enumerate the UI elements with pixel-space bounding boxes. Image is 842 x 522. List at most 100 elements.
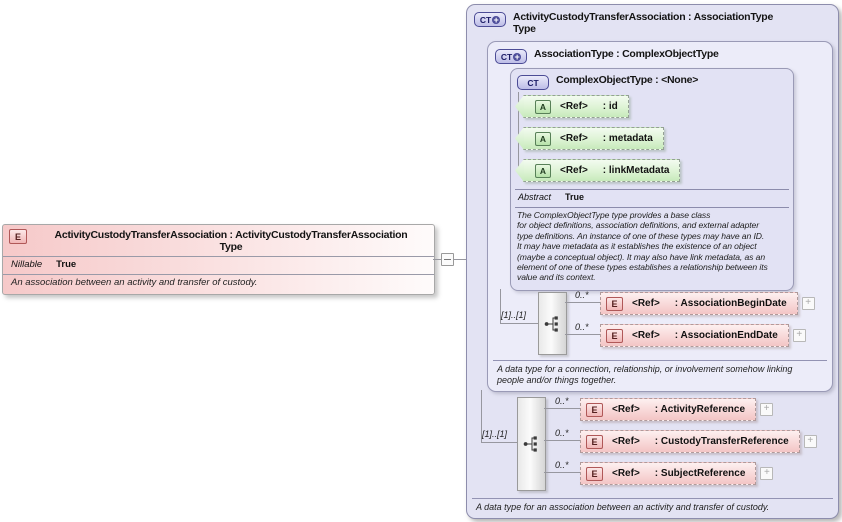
occurrence-label: 0..* xyxy=(575,290,589,300)
ref-label: <Ref> xyxy=(560,165,588,176)
type-footer-description: A data type for an association between a… xyxy=(472,497,833,515)
element-ref-association-end-date[interactable]: E <Ref> : AssociationEndDate xyxy=(600,324,789,347)
attribute-name: : id xyxy=(602,101,618,112)
attribute-ref-id[interactable]: A <Ref> : id xyxy=(523,95,629,118)
sequence-icon xyxy=(523,436,537,452)
complex-type-label: CT xyxy=(527,77,539,88)
element-box-activity-custody-transfer-association[interactable]: E ActivityCustodyTransferAssociation : A… xyxy=(2,224,435,295)
ref-label: <Ref> xyxy=(632,298,660,309)
element-row: E <Ref> : CustodyTransferReference + xyxy=(580,430,817,453)
complex-type-icon: CT xyxy=(495,49,527,64)
cardinality-label: [1]..[1] xyxy=(501,310,527,320)
element-description: An association between an activity and t… xyxy=(11,277,258,288)
type-title: ComplexObjectType : <None> xyxy=(556,74,699,86)
ref-label: <Ref> xyxy=(612,404,640,415)
element-name: : SubjectReference xyxy=(654,468,746,479)
element-icon: E xyxy=(606,328,623,343)
attribute-ref-metadata[interactable]: A <Ref> : metadata xyxy=(523,127,664,150)
sequence-compositor[interactable] xyxy=(517,397,546,491)
collapse-dash xyxy=(444,259,451,260)
nillable-value: True xyxy=(56,259,77,270)
element-name: : ActivityReference xyxy=(654,404,746,415)
element-icon: E xyxy=(586,402,603,417)
divider xyxy=(3,274,434,275)
ref-label: <Ref> xyxy=(612,468,640,479)
element-icon: E xyxy=(586,434,603,449)
attribute-row: A <Ref> : linkMetadata xyxy=(523,159,681,182)
complex-type-icon: CT xyxy=(474,12,506,27)
type-description: The ComplexObjectType type provides a ba… xyxy=(517,210,768,283)
ref-label: <Ref> xyxy=(560,133,588,144)
expand-icon[interactable]: + xyxy=(803,435,817,448)
expand-icon[interactable]: + xyxy=(760,403,774,416)
type-box-association-type: CT AssociationType : ComplexObjectType C… xyxy=(487,41,833,392)
ref-label: <Ref> xyxy=(560,101,588,112)
element-ref-subject-reference[interactable]: E <Ref> : SubjectReference xyxy=(580,462,757,485)
complex-type-label: CT xyxy=(500,51,513,62)
collapse-icon[interactable] xyxy=(441,253,454,266)
element-icon: E xyxy=(606,296,623,311)
element-row: E <Ref> : AssociationEndDate + xyxy=(600,324,806,347)
attribute-name: : linkMetadata xyxy=(602,165,670,176)
abstract-value: True xyxy=(565,192,585,202)
type-footer-description: A data type for a connection, relationsh… xyxy=(493,360,827,387)
nillable-label: Nillable xyxy=(11,259,43,270)
type-title: ActivityCustodyTransferAssociation : Ass… xyxy=(513,11,774,35)
connector-line xyxy=(500,289,501,324)
element-name: : AssociationBeginDate xyxy=(674,298,787,309)
connector-line xyxy=(565,334,600,335)
attribute-name: : metadata xyxy=(602,133,653,144)
element-title: ActivityCustodyTransferAssociation : Act… xyxy=(54,229,408,253)
connector-line xyxy=(544,408,580,409)
cardinality-label: [1]..[1] xyxy=(482,429,508,439)
element-row: E <Ref> : ActivityReference + xyxy=(580,398,774,421)
element-name: : AssociationEndDate xyxy=(674,330,778,341)
type-title: AssociationType : ComplexObjectType xyxy=(534,48,719,60)
element-icon: E xyxy=(586,466,603,481)
expand-icon[interactable]: + xyxy=(760,467,774,480)
type-box-complex-object-type: CT ComplexObjectType : <None> A <Ref> : … xyxy=(510,68,794,291)
type-header: CT ActivityCustodyTransferAssociation : … xyxy=(467,5,838,35)
type-header: CT ComplexObjectType : <None> xyxy=(511,69,793,90)
expand-icon[interactable]: + xyxy=(801,297,815,310)
nillable-row: Nillable True xyxy=(3,257,434,271)
abstract-row: Abstract True xyxy=(515,189,789,208)
attribute-icon: A xyxy=(535,131,551,146)
element-ref-association-begin-date[interactable]: E <Ref> : AssociationBeginDate xyxy=(600,292,798,315)
element-icon: E xyxy=(9,229,27,244)
occurrence-label: 0..* xyxy=(555,396,569,406)
ref-label: <Ref> xyxy=(632,330,660,341)
complex-type-icon: CT xyxy=(517,75,549,90)
connector-line xyxy=(518,92,519,170)
attribute-icon: A xyxy=(535,163,551,178)
type-header: CT AssociationType : ComplexObjectType xyxy=(488,42,832,64)
expand-icon[interactable]: + xyxy=(792,329,806,342)
attribute-row: A <Ref> : id xyxy=(523,95,629,118)
attribute-row: A <Ref> : metadata xyxy=(523,127,664,150)
type-box-activity-custody-transfer-association-type: CT ActivityCustodyTransferAssociation : … xyxy=(466,4,839,519)
connector-line xyxy=(544,472,580,473)
sequence-compositor[interactable] xyxy=(538,292,567,355)
plus-icon xyxy=(513,52,522,62)
element-header: E ActivityCustodyTransferAssociation : A… xyxy=(3,225,434,253)
connector-line xyxy=(565,302,600,303)
element-ref-custody-transfer-reference[interactable]: E <Ref> : CustodyTransferReference xyxy=(580,430,800,453)
abstract-label: Abstract xyxy=(518,192,552,202)
connector-line xyxy=(481,390,482,443)
connector-line xyxy=(481,442,517,443)
occurrence-label: 0..* xyxy=(555,460,569,470)
connector-line xyxy=(500,323,538,324)
attribute-ref-link-metadata[interactable]: A <Ref> : linkMetadata xyxy=(523,159,681,182)
element-row: E <Ref> : AssociationBeginDate + xyxy=(600,292,815,315)
element-name: : CustodyTransferReference xyxy=(654,436,789,447)
attribute-icon: A xyxy=(535,99,551,114)
element-row: E <Ref> : SubjectReference + xyxy=(580,462,774,485)
occurrence-label: 0..* xyxy=(575,322,589,332)
occurrence-label: 0..* xyxy=(555,428,569,438)
element-ref-activity-reference[interactable]: E <Ref> : ActivityReference xyxy=(580,398,757,421)
connector-line xyxy=(544,440,580,441)
divider xyxy=(3,256,434,257)
plus-icon xyxy=(492,15,501,25)
sequence-icon xyxy=(544,315,558,332)
